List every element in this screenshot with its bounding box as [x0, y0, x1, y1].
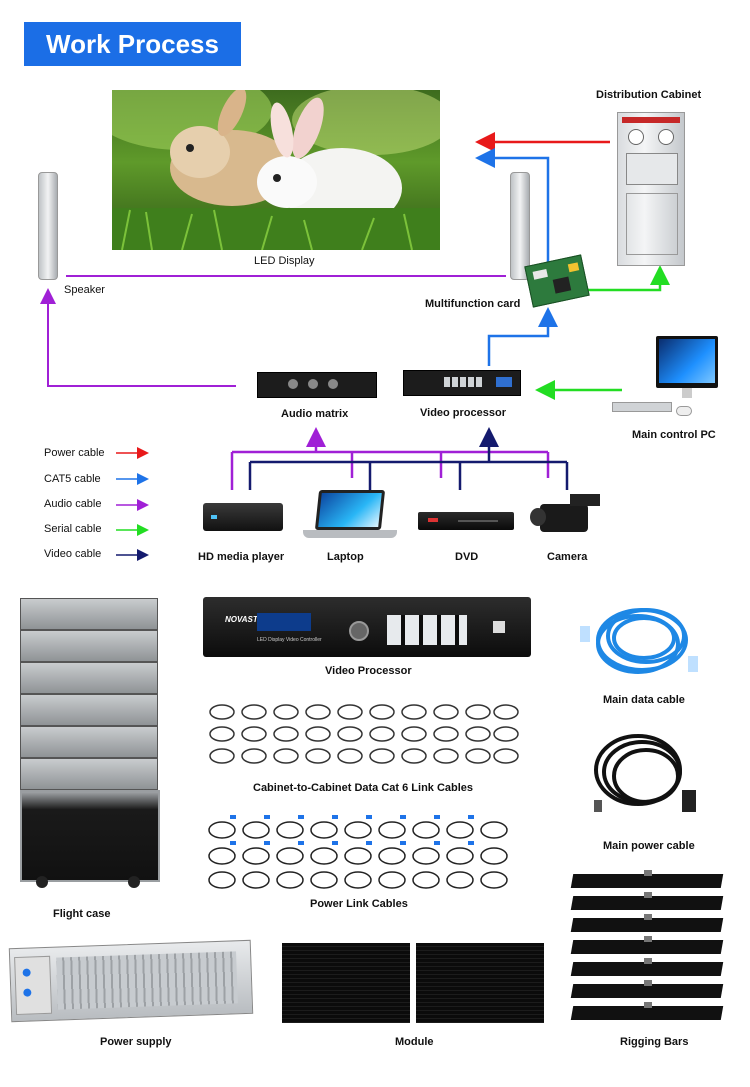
led-display-image	[112, 90, 440, 250]
main-data-cable-label: Main data cable	[603, 694, 685, 706]
laptop-icon	[303, 490, 397, 544]
video-processor-label: Video processor	[420, 407, 506, 419]
page-title: Work Process	[24, 22, 241, 66]
serial-line-cabinet	[582, 265, 670, 292]
cat5-line-processor	[487, 307, 558, 366]
main-control-pc-icon	[612, 336, 722, 418]
legend-video: Video cable	[44, 548, 102, 560]
data-cables-label: Cabinet-to-Cabinet Data Cat 6 Link Cable…	[253, 782, 474, 794]
video-processor-product-icon: NOVASTAR LED Display Video Controller	[203, 597, 531, 657]
hd-media-player-icon	[203, 503, 283, 531]
dvd-label: DVD	[455, 551, 479, 563]
rigging-bars-icon	[568, 870, 730, 1030]
camera-icon	[530, 492, 608, 542]
module-label: Module	[395, 1036, 434, 1048]
camera-label: Camera	[547, 551, 588, 563]
rigging-bars-label: Rigging Bars	[620, 1036, 689, 1048]
module-left-icon	[282, 943, 410, 1023]
video-processor-icon	[403, 370, 521, 396]
legend-audio: Audio cable	[44, 498, 102, 510]
laptop-label: Laptop	[327, 551, 364, 563]
cat5-line-display	[475, 148, 550, 262]
power-supply-icon	[8, 939, 254, 1023]
speaker-left-icon	[38, 172, 58, 280]
led-display-label: LED Display	[254, 255, 315, 267]
power-supply-label: Power supply	[100, 1036, 172, 1048]
video-processor-product-label: Video Processor	[325, 665, 412, 677]
processor-brand-text: NOVASTAR	[225, 615, 269, 624]
multifunction-card-label: Multifunction card	[425, 298, 521, 310]
processor-subtitle-text: LED Display Video Controller	[257, 637, 322, 643]
flight-case-label: Flight case	[53, 908, 111, 920]
speaker-right-icon	[510, 172, 530, 280]
main-power-cable-label: Main power cable	[603, 840, 695, 852]
dvd-player-icon	[418, 512, 514, 530]
legend-power: Power cable	[44, 447, 105, 459]
audio-line-matrix	[40, 288, 236, 387]
legend-cat5: CAT5 cable	[44, 473, 101, 485]
legend-serial: Serial cable	[44, 523, 102, 535]
distribution-cabinet-label: Distribution Cabinet	[596, 89, 702, 101]
main-data-cable-icon	[576, 596, 706, 682]
audio-matrix-label: Audio matrix	[281, 408, 349, 420]
audio-matrix-icon	[257, 372, 377, 398]
speaker-label: Speaker	[64, 284, 105, 296]
flight-case-icon	[18, 598, 160, 892]
distribution-cabinet-icon	[617, 112, 685, 266]
hd-media-player-label: HD media player	[198, 551, 285, 563]
main-control-pc-label: Main control PC	[632, 429, 716, 441]
main-power-cable-icon	[586, 730, 706, 826]
power-cables-label: Power Link Cables	[310, 898, 408, 910]
module-right-icon	[416, 943, 544, 1023]
